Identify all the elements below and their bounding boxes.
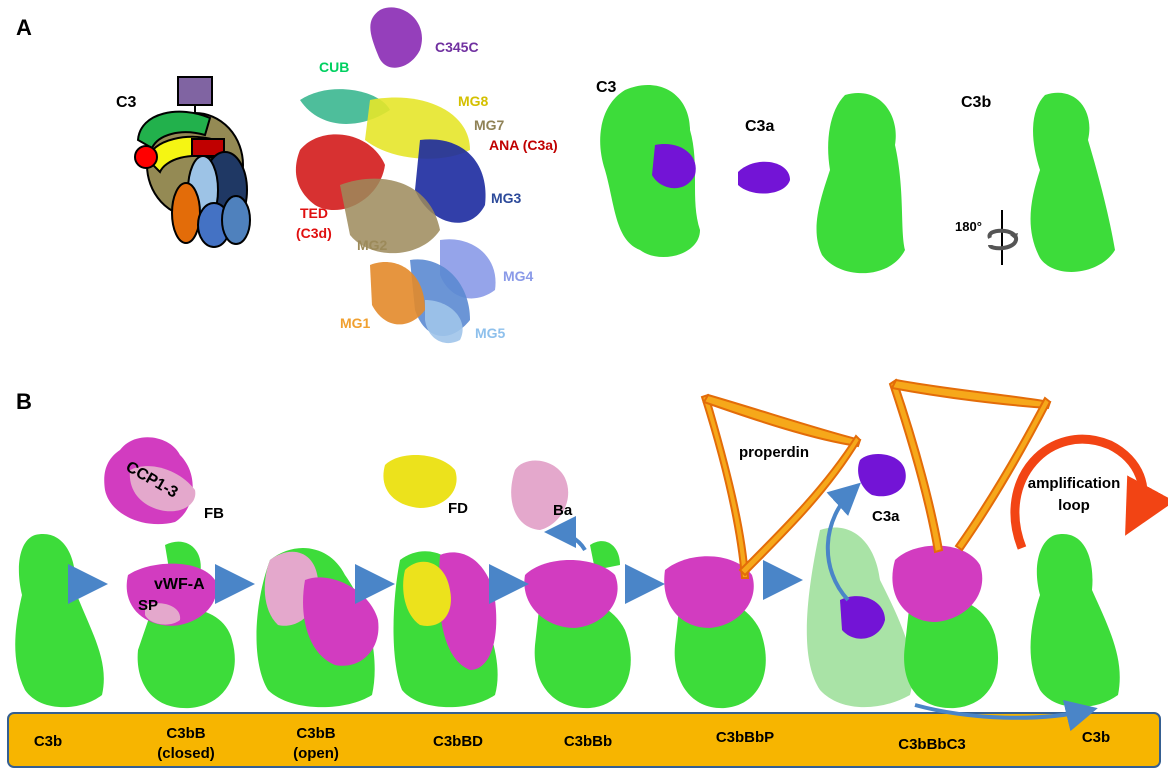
schematic-cub xyxy=(136,110,212,150)
rotation-indicator: 180° xyxy=(955,210,1018,265)
stage-7-c3b xyxy=(1030,534,1120,708)
label-mg2: MG2 xyxy=(357,237,388,253)
properdin-2 xyxy=(888,378,1052,554)
fd-structure xyxy=(383,454,457,508)
label-mg5: MG5 xyxy=(475,325,506,341)
stage-6-c3bbbc3 xyxy=(806,527,999,709)
stage-4-c3bbb xyxy=(524,541,631,709)
stage-label-2-line1: C3bB xyxy=(296,725,335,742)
label-c345c: C345C xyxy=(435,39,479,55)
label-cub: CUB xyxy=(319,59,349,75)
c3-schematic: C3 xyxy=(116,76,251,248)
fb-structure xyxy=(104,437,196,525)
surface-label-c3a: C3a xyxy=(745,118,774,135)
schematic-c3-label: C3 xyxy=(116,94,137,111)
amplification-loop-arrow xyxy=(1010,434,1168,550)
panel-a-letter: A xyxy=(16,15,32,40)
label-ted-line2: (C3d) xyxy=(296,225,332,241)
stage-0-c3b xyxy=(15,534,104,708)
schematic-ted xyxy=(134,145,158,169)
label-mg7: MG7 xyxy=(474,117,505,133)
surface-label-c3b: C3b xyxy=(961,94,991,111)
label-fb: FB xyxy=(204,505,224,522)
stage-label-5-line1: C3bBbP xyxy=(716,729,774,746)
label-amp-line1: amplification xyxy=(1028,475,1121,492)
surface-c3b-front xyxy=(816,93,905,274)
stage-label-6-line1: C3bBbC3 xyxy=(898,736,966,753)
label-amp-line2: loop xyxy=(1058,497,1090,514)
schematic-ana xyxy=(191,138,225,157)
stage-1-c3bb-closed xyxy=(126,541,235,709)
label-mg3: MG3 xyxy=(491,190,522,206)
label-ba: Ba xyxy=(553,502,573,519)
panel-b-letter: B xyxy=(16,389,32,414)
label-c3a: C3a xyxy=(872,508,900,525)
label-mg4: MG4 xyxy=(503,268,534,284)
surface-c3 xyxy=(600,84,700,258)
surface-c3a xyxy=(738,161,790,194)
stage-3-c3bbd xyxy=(393,551,498,708)
label-fd: FD xyxy=(448,500,468,517)
ba-structure xyxy=(511,460,569,530)
label-sp: SP xyxy=(138,597,158,614)
stage-label-1-line1: C3bB xyxy=(166,725,205,742)
stage-5-c3bbbp xyxy=(664,556,766,709)
rotation-label: 180° xyxy=(955,219,982,234)
domain-labels: C345C CUB MG8 MG7 ANA (C3a) TED (C3d) MG… xyxy=(296,39,558,341)
ba-release-arrow xyxy=(544,516,587,552)
label-mg1: MG1 xyxy=(340,315,371,331)
stage-label-4-line1: C3bBb xyxy=(564,733,612,750)
label-ana: ANA (C3a) xyxy=(489,137,558,153)
stage-label-2-line2: (open) xyxy=(293,745,339,762)
c3a-structure xyxy=(858,454,906,497)
process-arrows xyxy=(68,560,803,604)
c3-ribbon-structure xyxy=(295,7,496,344)
label-mg8: MG8 xyxy=(458,93,489,109)
c3a-release-arrow xyxy=(825,482,861,602)
properdin-1 xyxy=(700,393,862,579)
stage-label-7-line1: C3b xyxy=(1082,729,1110,746)
stage-label-1-line2: (closed) xyxy=(157,745,215,762)
surface-label-c3: C3 xyxy=(596,79,617,96)
stage-label-3-line1: C3bBD xyxy=(433,733,483,750)
c3b-release-arrow xyxy=(914,700,1098,732)
schematic-mg4 xyxy=(221,195,251,245)
stage-2-c3bb-open xyxy=(256,548,379,708)
schematic-c345c-box xyxy=(177,76,213,106)
stage-bar xyxy=(7,712,1161,768)
stage-labels: C3b C3bB (closed) C3bB (open) C3bBD C3bB… xyxy=(34,725,1110,762)
surface-c3b-back xyxy=(1030,92,1115,272)
schematic-mg1 xyxy=(171,182,201,244)
stage-label-0-line1: C3b xyxy=(34,733,62,750)
label-properdin: properdin xyxy=(739,444,809,461)
label-vwfa: vWF-A xyxy=(154,576,205,593)
label-ted-line1: TED xyxy=(300,205,328,221)
